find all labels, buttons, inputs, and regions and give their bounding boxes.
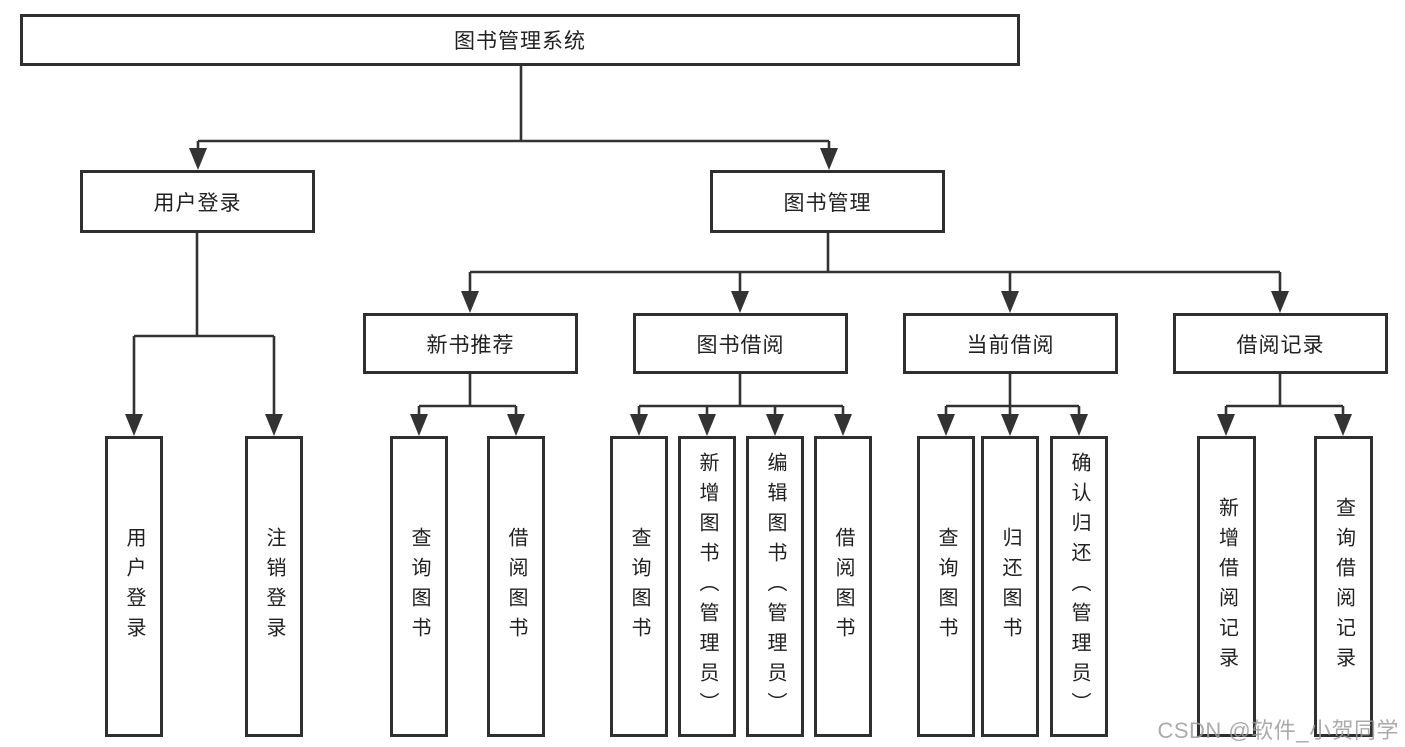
arrowhead xyxy=(1070,414,1088,436)
node-label: 借阅记录 xyxy=(1236,333,1325,357)
arrowhead xyxy=(461,291,479,313)
node-current-borrowing: 当前借阅 xyxy=(903,313,1118,374)
leaf-query-books-2: 查询图书 xyxy=(610,436,668,737)
arrowhead xyxy=(265,414,283,436)
node-new-book-recommend: 新书推荐 xyxy=(363,313,578,374)
edge-bookmgmt-to-level3 xyxy=(468,233,1282,293)
leaf-label: 借阅图书 xyxy=(832,526,854,647)
node-borrow-records: 借阅记录 xyxy=(1173,313,1388,374)
edge-current-to-leaves xyxy=(944,374,1081,416)
leaf-user-login: 用户登录 xyxy=(105,436,163,737)
edge-borrow-to-leaves xyxy=(637,374,845,416)
leaf-label: 用户登录 xyxy=(123,526,145,647)
node-label: 用户登录 xyxy=(153,191,242,215)
arrowhead xyxy=(630,414,648,436)
leaf-label: 查询图书 xyxy=(935,526,957,647)
arrowhead xyxy=(820,148,838,170)
arrowhead xyxy=(834,414,852,436)
node-book-borrowing: 图书借阅 xyxy=(633,313,848,374)
leaf-label: 查询图书 xyxy=(408,526,430,647)
leaf-query-borrow-record: 查询借阅记录 xyxy=(1314,436,1373,737)
arrowhead xyxy=(1334,414,1352,436)
node-label: 图书管理 xyxy=(783,191,872,215)
leaf-borrow-books-2: 借阅图书 xyxy=(814,436,872,737)
leaf-label: 新增图书（管理员） xyxy=(696,451,718,722)
leaf-confirm-return-admin: 确认归还（管理员） xyxy=(1050,436,1108,737)
leaf-label: 新增借阅记录 xyxy=(1215,496,1238,677)
arrowhead xyxy=(731,291,749,313)
leaf-label: 确认归还（管理员） xyxy=(1068,451,1090,722)
leaf-add-borrow-record: 新增借阅记录 xyxy=(1197,436,1256,737)
leaf-edit-books-admin: 编辑图书（管理员） xyxy=(746,436,804,737)
edge-records-to-leaves xyxy=(1224,374,1345,416)
edge-login-to-leaves xyxy=(132,233,276,416)
node-root: 图书管理系统 xyxy=(20,14,1020,66)
leaf-label: 查询图书 xyxy=(628,526,650,647)
leaf-label: 借阅图书 xyxy=(505,526,527,647)
leaf-label: 归还图书 xyxy=(999,526,1021,647)
leaf-borrow-books-1: 借阅图书 xyxy=(487,436,545,737)
node-label: 图书管理系统 xyxy=(454,30,586,53)
arrowhead xyxy=(1001,414,1019,436)
node-label: 当前借阅 xyxy=(966,333,1055,357)
leaf-return-books: 归还图书 xyxy=(981,436,1039,737)
csdn-watermark: CSDN @软件_小贺同学 xyxy=(1157,718,1399,743)
arrowhead xyxy=(1001,291,1019,313)
node-label: 新书推荐 xyxy=(426,333,515,357)
arrowhead xyxy=(125,414,143,436)
arrowhead xyxy=(766,414,784,436)
arrowhead xyxy=(1217,414,1235,436)
leaf-label: 编辑图书（管理员） xyxy=(764,451,786,722)
arrowhead xyxy=(410,414,428,436)
arrowhead xyxy=(189,148,207,170)
leaf-label: 查询借阅记录 xyxy=(1332,496,1355,677)
node-book-management: 图书管理 xyxy=(710,170,945,233)
node-label: 图书借阅 xyxy=(696,333,785,357)
node-user-login: 用户登录 xyxy=(80,170,315,233)
arrowhead xyxy=(937,414,955,436)
leaf-logout: 注销登录 xyxy=(245,436,303,737)
arrowhead xyxy=(1271,291,1289,313)
leaf-query-books-3: 查询图书 xyxy=(917,436,975,737)
arrowhead xyxy=(507,414,525,436)
edge-root-to-level2 xyxy=(196,66,831,150)
edge-newbook-to-leaves xyxy=(417,374,518,416)
arrowhead xyxy=(698,414,716,436)
leaf-query-books-1: 查询图书 xyxy=(390,436,448,737)
leaf-label: 注销登录 xyxy=(263,526,285,647)
leaf-add-books-admin: 新增图书（管理员） xyxy=(678,436,736,737)
